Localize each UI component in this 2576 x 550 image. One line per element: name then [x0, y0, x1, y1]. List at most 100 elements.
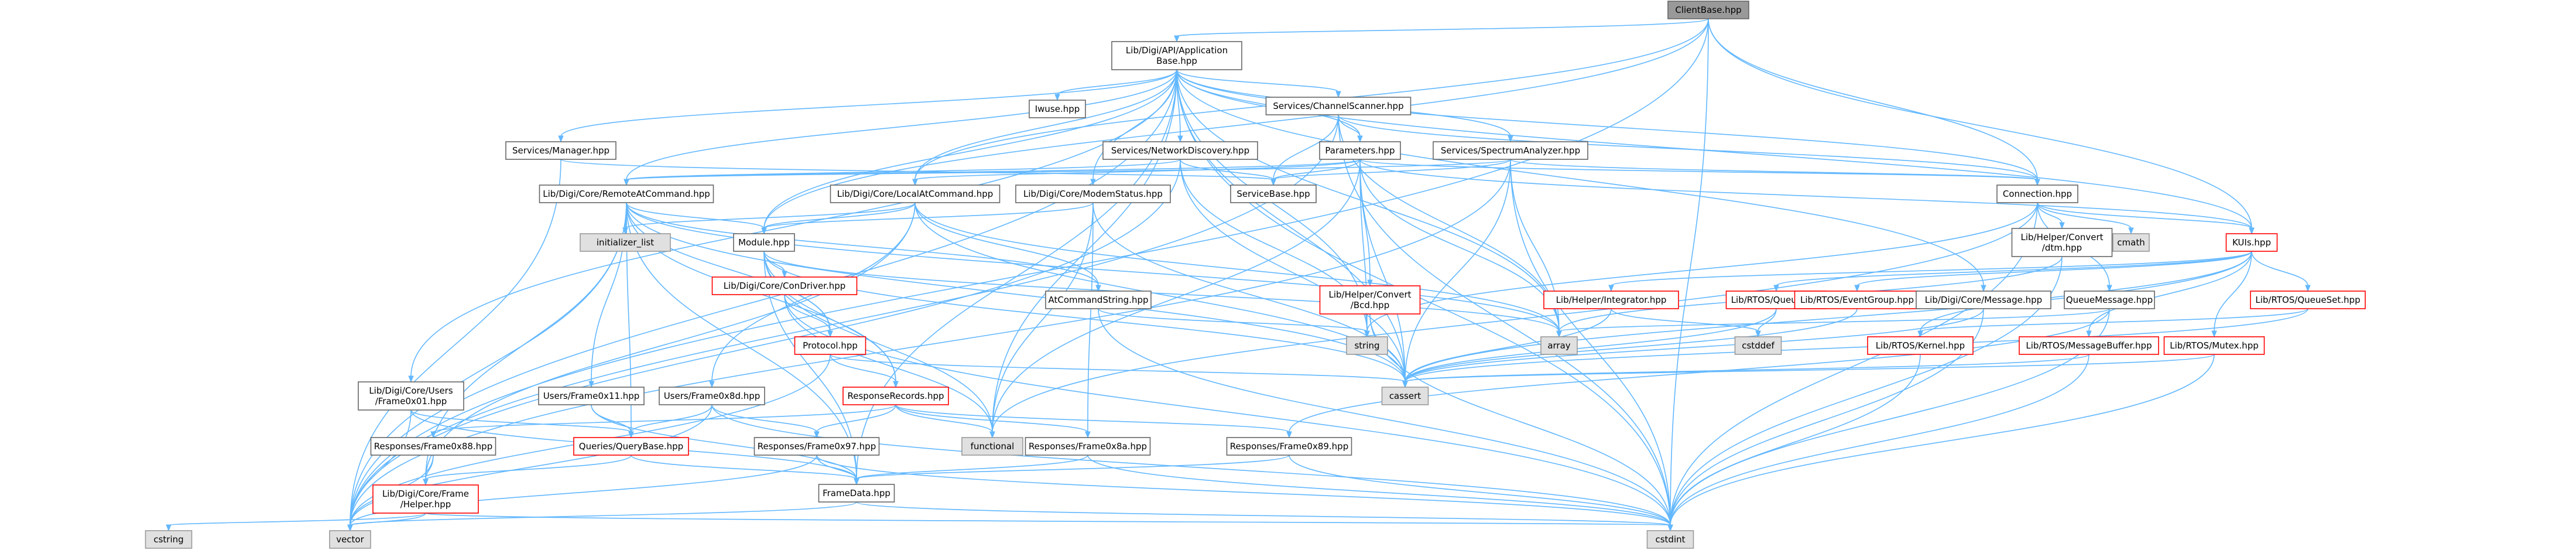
node-resp97[interactable]: Responses/Frame0x97.hpp [753, 437, 880, 456]
node-label: Base.hpp [1156, 56, 1197, 66]
node-rtosevent[interactable]: Lib/RTOS/EventGroup.hpp [1794, 291, 1920, 309]
node-condriver[interactable]: Lib/Digi/Core/ConDriver.hpp [711, 276, 858, 295]
node-queriesbase[interactable]: Queries/QueryBase.hpp [573, 437, 689, 456]
node-queuemsg[interactable]: QueueMessage.hpp [2064, 291, 2155, 309]
node-label: Responses/Frame0x88.hpp [374, 441, 492, 452]
node-label: Lib/Helper/Convert [1328, 289, 1411, 300]
node-connection[interactable]: Connection.hpp [1996, 185, 2078, 203]
node-atcmdstr[interactable]: AtCommandString.hpp [1045, 291, 1152, 309]
edge-resp89-to-framedata [854, 455, 1290, 486]
node-users1[interactable]: Users/Frame0x11.hpp [538, 387, 645, 405]
arrowhead-icon [1286, 431, 1292, 439]
arrowhead-icon [814, 431, 820, 439]
node-box [1667, 1, 1749, 19]
node-remoteat[interactable]: Lib/Digi/Core/RemoteAtCommand.hpp [539, 185, 714, 203]
node-netdisc[interactable]: Services/NetworkDiscovery.hpp [1102, 141, 1258, 160]
arrowhead-icon [166, 524, 172, 532]
edge-remoteat-to-atcmdstr [626, 202, 1101, 292]
node-label: Lib/RTOS/Mutex.hpp [2170, 340, 2258, 351]
node-module[interactable]: Module.hpp [733, 233, 795, 252]
node-label: Module.hpp [738, 237, 790, 248]
node-box [794, 336, 866, 355]
edge-framedata-to-vector [347, 501, 857, 532]
node-label: Parameters.hpp [1325, 145, 1395, 156]
node-params[interactable]: Parameters.hpp [1319, 141, 1401, 160]
arrowhead-icon [1177, 135, 1183, 143]
node-svcmgr[interactable]: Services/Manager.hpp [505, 141, 616, 160]
arrowhead-icon [408, 375, 414, 383]
node-usersframe[interactable]: Lib/Digi/Core/Users/Frame0x01.hpp [358, 381, 464, 411]
edge-specan-to-cassert [1402, 159, 1511, 388]
node-box [1265, 97, 1412, 115]
node-box [1646, 530, 1694, 549]
node-bcd[interactable]: Lib/Helper/Convert/Bcd.hpp [1319, 285, 1421, 315]
edge-connection-to-kuls [2037, 202, 2255, 235]
node-label: ServiceBase.hpp [1236, 189, 1310, 199]
node-kuls[interactable]: KUIs.hpp [2225, 233, 2278, 252]
node-protocol[interactable]: Protocol.hpp [794, 336, 866, 355]
node-iwuse[interactable]: Iwuse.hpp [1029, 100, 1086, 118]
node-box [711, 276, 858, 295]
node-specan[interactable]: Services/SpectrumAnalyzer.hpp [1433, 141, 1588, 160]
node-coremessage[interactable]: Lib/Digi/Core/Message.hpp [1916, 291, 2051, 309]
node-helperconvdtm[interactable]: Lib/Helper/Convert/dtm.hpp [2011, 228, 2113, 257]
node-label: Services/ChannelScanner.hpp [1273, 101, 1403, 111]
node-box [1346, 336, 1388, 355]
node-box [1433, 141, 1588, 160]
node-box [1226, 437, 1352, 456]
arrowhead-icon [1174, 35, 1180, 43]
edge-rtosmutex-to-cstdint [1667, 354, 2215, 532]
node-box [538, 387, 645, 405]
edge-kuls-to-rtosqueue [1773, 251, 2252, 292]
arrowhead-icon [1755, 330, 1761, 338]
arrowhead-icon [912, 179, 918, 186]
edge-modemstatus-to-module [761, 202, 1094, 235]
edge-resprecords-to-resp8a [895, 404, 1091, 439]
node-label: AtCommandString.hpp [1048, 295, 1148, 305]
node-box [842, 387, 949, 405]
node-queueset[interactable]: Lib/RTOS/QueueSet.hpp [2250, 291, 2366, 309]
edge-resp89-to-cstdint [1289, 455, 1673, 532]
arrowhead-icon [1054, 94, 1060, 101]
node-box [1794, 291, 1920, 309]
node-resp88[interactable]: Responses/Frame0x88.hpp [370, 437, 496, 456]
node-chscanner[interactable]: Services/ChannelScanner.hpp [1265, 97, 1412, 115]
node-cstdint: cstdint [1646, 530, 1694, 549]
arrowhead-icon [1085, 431, 1091, 439]
node-box [1540, 336, 1578, 355]
node-helperint[interactable]: Lib/Helper/Integrator.hpp [1543, 291, 1679, 309]
edge-rtosqueue-to-cstddef [1755, 308, 1777, 338]
node-resp89[interactable]: Responses/Frame0x89.hpp [1226, 437, 1352, 456]
nodes-layer: ClientBase.hppLib/Digi/API/ApplicationBa… [145, 1, 2366, 549]
node-modemstatus[interactable]: Lib/Digi/Core/ModemStatus.hpp [1015, 185, 1171, 203]
node-rtosmsgbuf[interactable]: Lib/RTOS/MessageBuffer.hpp [2019, 336, 2159, 355]
node-box [733, 233, 795, 252]
node-label: Responses/Frame0x97.hpp [758, 441, 876, 452]
edge-appbase-to-chscanner [1176, 69, 1341, 98]
edge-specan-to-remoteat [624, 159, 1511, 186]
node-label: /dtm.hpp [2042, 242, 2082, 253]
edge-localat-to-module [761, 202, 916, 235]
arrowhead-icon [1402, 381, 1408, 388]
edge-appbase-to-usersframe [408, 69, 1177, 383]
edge-params-to-localat [912, 159, 1361, 186]
node-framedata[interactable]: FrameData.hpp [818, 484, 895, 503]
edge-kuls-to-queueset [2251, 251, 2311, 292]
node-clientbase[interactable]: ClientBase.hpp [1667, 1, 1749, 19]
node-servicebase[interactable]: ServiceBase.hpp [1230, 185, 1317, 203]
node-localat[interactable]: Lib/Digi/Core/LocalAtCommand.hpp [830, 185, 1001, 203]
node-resp8a[interactable]: Responses/Frame0x8a.hpp [1025, 437, 1151, 456]
node-label: Responses/Frame0x89.hpp [1230, 441, 1348, 452]
node-box [2250, 291, 2366, 309]
node-rtoskernel[interactable]: Lib/RTOS/Kernel.hpp [1867, 336, 1974, 355]
node-framehelper[interactable]: Lib/Digi/Core/Frame/Helper.hpp [372, 484, 479, 514]
node-resprecords[interactable]: ResponseRecords.hpp [842, 387, 949, 405]
node-rtosmutex[interactable]: Lib/RTOS/Mutex.hpp [2163, 336, 2265, 355]
edge-remoteat-to-vector [347, 202, 627, 532]
arrowhead-icon [2059, 222, 2065, 230]
arrowhead-icon [1556, 330, 1562, 338]
node-usersstr[interactable]: Users/Frame0x8d.hpp [659, 387, 765, 405]
node-cstring: cstring [145, 530, 193, 549]
